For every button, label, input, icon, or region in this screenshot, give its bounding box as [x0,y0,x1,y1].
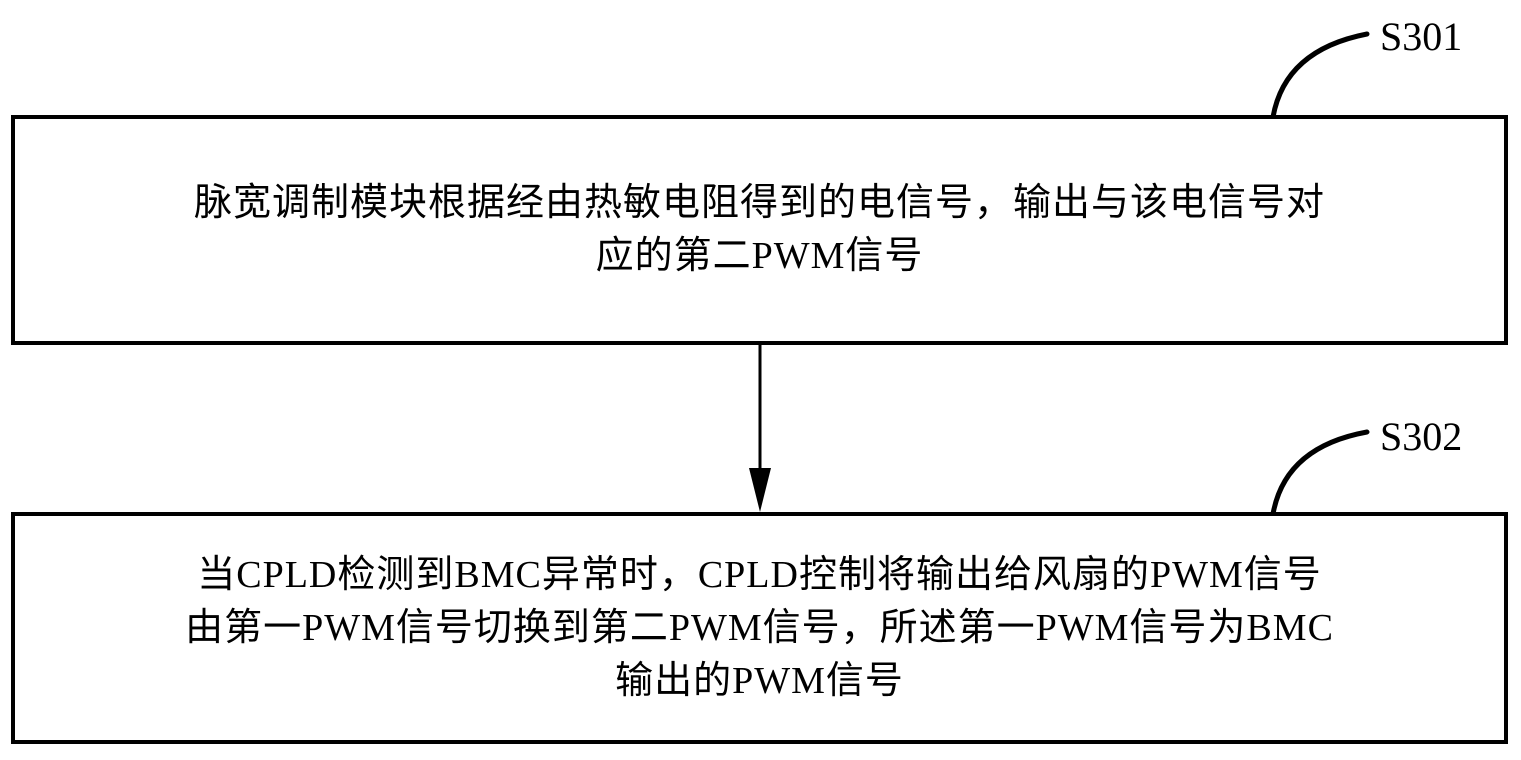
step-text-line: 由第一PWM信号切换到第二PWM信号，所述第一PWM信号为BMC [185,606,1334,649]
leader-curve-s301 [1270,31,1370,120]
flow-arrow-head [749,468,771,512]
step-text-line: 应的第二PWM信号 [595,235,924,277]
step-label-s301: S301 [1380,14,1463,59]
step-text-s301: 脉宽调制模块根据经由热敏电阻得到的电信号，输出与该电信号对 应的第二PWM信号 [45,177,1475,283]
step-text-line: 输出的PWM信号 [615,659,904,702]
step-box-s302: 当CPLD检测到BMC异常时，CPLD控制将输出给风扇的PWM信号 由第一PWM… [11,512,1508,744]
step-box-s301: 脉宽调制模块根据经由热敏电阻得到的电信号，输出与该电信号对 应的第二PWM信号 [11,115,1508,345]
leader-curve-s302 [1270,429,1370,517]
step-text-s302: 当CPLD检测到BMC异常时，CPLD控制将输出给风扇的PWM信号 由第一PWM… [45,549,1475,708]
step-text-line: 脉宽调制模块根据经由热敏电阻得到的电信号，输出与该电信号对 [193,182,1325,224]
step-text-line: 当CPLD检测到BMC异常时，CPLD控制将输出给风扇的PWM信号 [197,553,1322,596]
step-label-s302: S302 [1380,414,1463,459]
